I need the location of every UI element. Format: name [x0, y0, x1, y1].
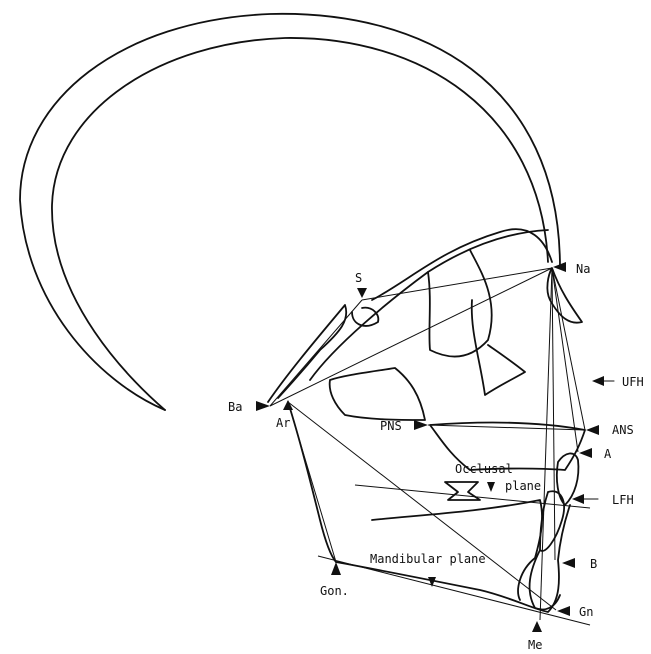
label-b: B	[590, 557, 597, 571]
arrow-lfh	[572, 494, 584, 504]
label-lfh: LFH	[612, 493, 634, 507]
cranial-vault-outer	[20, 14, 560, 410]
arrow-s	[357, 288, 367, 298]
label-occlusal-line2: plane	[505, 479, 541, 493]
label-me: Me	[528, 638, 542, 652]
label-na: Na	[576, 262, 590, 276]
ar-gon-line	[288, 402, 336, 562]
arrow-a	[579, 448, 592, 458]
label-ba: Ba	[228, 400, 242, 414]
arrow-b	[562, 558, 575, 568]
mandibular-plane-line	[318, 556, 590, 625]
label-s: S	[355, 271, 362, 285]
upper-incisor	[557, 453, 579, 505]
label-occlusal-line1: Occlusal	[455, 462, 513, 476]
molars	[445, 482, 480, 500]
label-gn: Gn	[579, 605, 593, 619]
na-b-line	[552, 268, 555, 560]
label-ar: Ar	[276, 416, 290, 430]
s-ba-line	[270, 300, 362, 406]
label-ufh: UFH	[622, 375, 644, 389]
arrow-me	[532, 621, 542, 632]
label-mandibular-plane: Mandibular plane	[370, 552, 486, 566]
label-gon: Gon.	[320, 584, 349, 598]
cranial-vault-inner	[52, 38, 548, 410]
s-na-line	[362, 268, 552, 300]
arrow-gon	[331, 562, 341, 575]
arrow-occlusal	[487, 482, 495, 492]
arrow-ufh	[592, 376, 604, 386]
na-me-line	[540, 268, 552, 620]
arrow-pns	[414, 420, 428, 430]
arrow-gn	[557, 606, 570, 616]
label-a: A	[604, 447, 612, 461]
label-ans: ANS	[612, 423, 634, 437]
na-ans-line	[552, 268, 585, 430]
arrow-ans	[586, 425, 599, 435]
maxillary-sinus	[330, 368, 425, 420]
label-pns: PNS	[380, 419, 402, 433]
anterior-cranial-base	[372, 229, 552, 300]
